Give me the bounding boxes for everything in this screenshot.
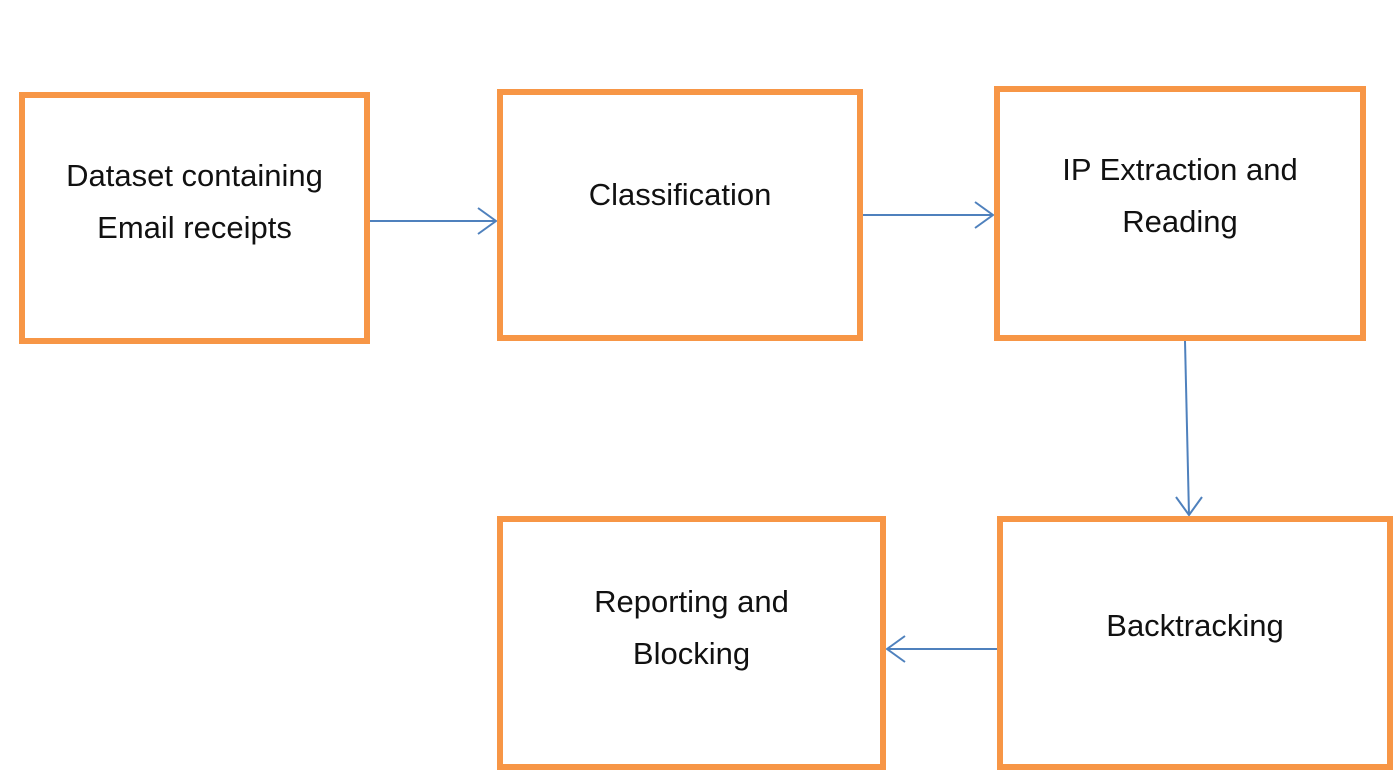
node-label-ip-extraction: IP Extraction and Reading xyxy=(1062,152,1298,239)
node-label-dataset: Dataset containing Email receipts xyxy=(66,158,323,245)
node-reporting: Reporting and Blocking xyxy=(497,516,886,770)
arrow-classification-to-ip-extraction xyxy=(863,201,995,229)
node-label-reporting: Reporting and Blocking xyxy=(594,584,789,671)
node-label-classification: Classification xyxy=(588,177,772,212)
node-ip-extraction: IP Extraction and Reading xyxy=(994,86,1366,341)
arrow-dataset-to-classification xyxy=(370,207,498,235)
node-backtracking: Backtracking xyxy=(997,516,1393,770)
node-classification: Classification xyxy=(497,89,863,341)
arrow-ip-extraction-to-backtracking xyxy=(1175,340,1203,517)
arrow-backtracking-to-reporting xyxy=(885,635,997,663)
node-label-backtracking: Backtracking xyxy=(1106,608,1284,643)
node-dataset: Dataset containing Email receipts xyxy=(19,92,370,344)
